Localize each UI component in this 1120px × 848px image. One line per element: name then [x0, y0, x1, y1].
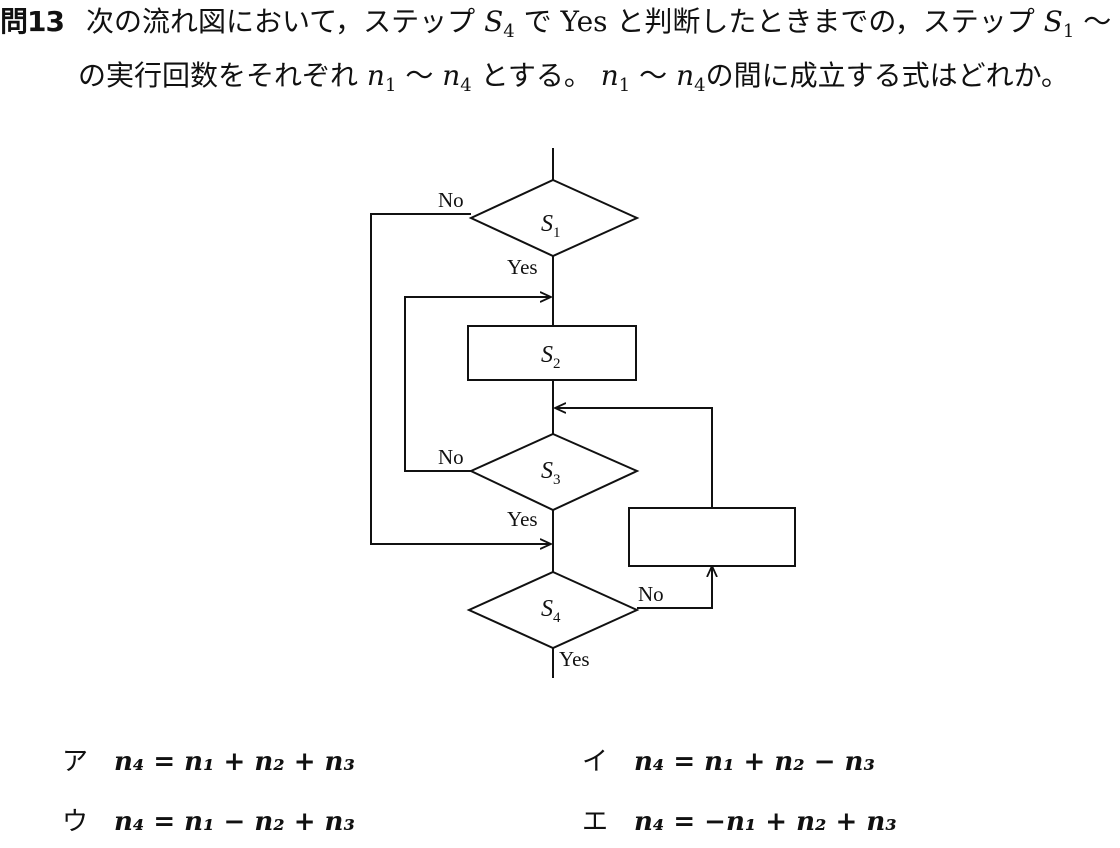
s3-label: S3: [541, 458, 561, 488]
choice-u-equation: n₄ = n₁ − n₂ + n₃: [114, 807, 355, 837]
s3-no-label: No: [438, 445, 464, 469]
n4-ref: n4: [442, 59, 472, 96]
choice-i-equation: n₄ = n₁ + n₂ − n₃: [634, 747, 875, 777]
s4-no-path: [637, 566, 712, 609]
s3-yes-label: Yes: [507, 507, 538, 531]
step-s1-ref: S1: [1043, 5, 1075, 42]
choice-e-equation: n₄ = −n₁ + n₂ + n₃: [634, 807, 897, 837]
question-number: 問13: [0, 5, 65, 38]
choice-a-label: ア: [62, 747, 89, 777]
decision-s4: [466, 570, 640, 650]
process-blank: [628, 507, 796, 567]
choice-a-equation: n₄ = n₁ + n₂ + n₃: [114, 747, 355, 777]
n1-ref-2: n1: [600, 59, 631, 96]
question-line-2: の実行回数をそれぞれ n1 〜 n4 とする。 n1 〜 n4の間に成立する式は…: [78, 58, 1069, 104]
tilde-3: 〜: [639, 59, 668, 92]
decision-s3: [468, 432, 640, 512]
choice-i[interactable]: イ n₄ = n₁ + n₂ − n₃: [582, 745, 875, 779]
s1-label: S1: [541, 211, 561, 241]
n1-ref: n1: [366, 59, 397, 96]
s1-yes-label: Yes: [507, 255, 538, 279]
tilde-1: 〜: [1083, 5, 1112, 38]
choice-u[interactable]: ウ n₄ = n₁ − n₂ + n₃: [62, 805, 355, 839]
tilde-2: 〜: [405, 59, 434, 92]
question-text-1a: 次の流れ図において，ステップ: [85, 5, 476, 38]
question-text-2c: の間に成立する式はどれか。: [705, 59, 1070, 92]
decision-s1: [468, 178, 640, 258]
n4-ref-2: n4: [676, 59, 706, 96]
return-path: [555, 408, 713, 508]
choice-i-label: イ: [582, 747, 609, 777]
choice-u-label: ウ: [62, 807, 89, 837]
question-text-2a: の実行回数をそれぞれ: [78, 59, 359, 92]
choice-e[interactable]: エ n₄ = −n₁ + n₂ + n₃: [582, 805, 897, 839]
s3-no-path: [404, 297, 551, 472]
s1-no-path: [370, 213, 551, 544]
choice-a[interactable]: ア n₄ = n₁ + n₂ + n₃: [62, 745, 355, 779]
step-s4-ref: S4: [484, 5, 515, 42]
choice-e-label: エ: [582, 807, 609, 837]
s4-label: S4: [541, 596, 561, 626]
s4-yes-label: Yes: [559, 647, 590, 671]
s1-no-label: No: [438, 188, 464, 212]
question-line-1: 問13 次の流れ図において，ステップ S4 で Yes と判断したときまでの，ステ…: [0, 4, 1120, 50]
process-s2: [467, 325, 637, 381]
s4-no-label: No: [638, 582, 664, 606]
question-text-2b: とする。: [480, 59, 592, 92]
s2-label: S2: [541, 342, 561, 372]
flowchart: S1 S2 S3 S4 No Yes No Yes No Yes: [370, 148, 796, 678]
question-text-1b: で Yes と判断したときまでの，ステップ: [523, 5, 1035, 38]
